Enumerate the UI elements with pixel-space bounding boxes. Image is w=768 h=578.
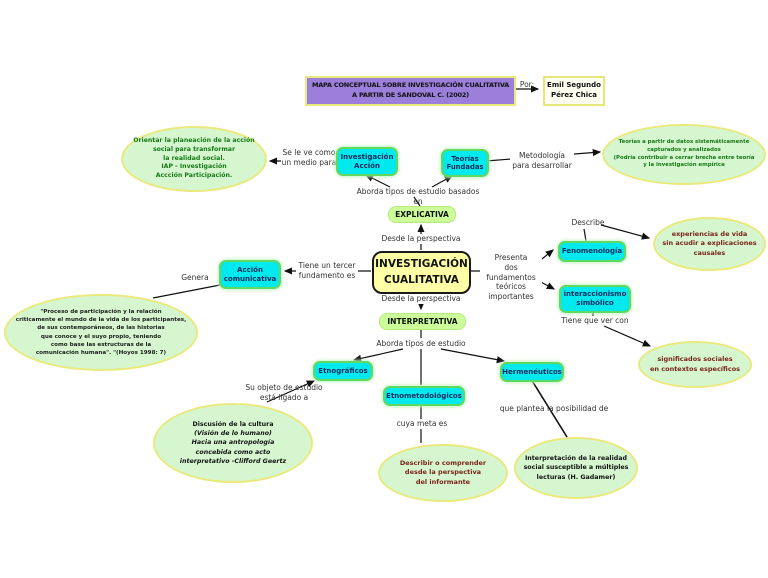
edge-label-se-le-ve: Se le ve como un medio para xyxy=(281,148,337,168)
edge-label-cuya-meta: cuya meta es xyxy=(396,419,448,429)
ellipse-geertz-title: Discusión de la cultura xyxy=(192,421,274,429)
edge-label-desde-perspectiva-top: Desde la perspectiva xyxy=(381,234,461,244)
author-box: Emil Segundo Pérez Chica xyxy=(543,76,605,106)
node-interpretativa: INTERPRETATIVA xyxy=(379,313,466,330)
edge-basados-explicativa xyxy=(413,196,421,207)
ellipse-significados: significados sociales en contextos espec… xyxy=(638,341,752,388)
node-fenomenologia: Fenomenología xyxy=(558,241,626,262)
edge-label-aborda-tipos: Aborda tipos de estudio xyxy=(376,339,466,348)
map-title: MAPA CONCEPTUAL SOBRE INVESTIGACIÓN CUAL… xyxy=(305,76,516,106)
ellipse-hoyos-quote: "Proceso de participación y la relación … xyxy=(4,294,198,371)
edge-label-tiene-que-ver: Tiene que ver con xyxy=(561,316,629,325)
ellipse-iap: Orientar la planeación de la acción soci… xyxy=(121,126,267,192)
edge-basados-teorias xyxy=(431,175,454,188)
node-interaccionismo-simbolico: interaccionismo simbólico xyxy=(559,285,631,313)
por-label: Por: xyxy=(519,80,535,89)
edge-label-plantea: que plantea la posibilidad de xyxy=(499,404,609,413)
edge-fenomenologia-describe xyxy=(583,228,587,242)
ellipse-geertz-body: (Visión de lo humano) Hacia una antropol… xyxy=(179,430,287,465)
node-hermeneuticos: Hermenéuticos xyxy=(500,362,564,382)
node-etnometodologicos: Etnometodológicos xyxy=(383,386,465,406)
edge-basados-invaccion xyxy=(364,174,391,188)
node-investigacion-accion: Investigación Acción xyxy=(336,147,398,176)
node-explicativa: EXPLICATIVA xyxy=(388,206,456,223)
edge-label-tercer-fundamento: Tiene un tercer fundamento es xyxy=(296,261,358,281)
edge-label-metodologia: Metodología para desarrollar xyxy=(510,151,574,171)
edge-label-presenta: Presenta dos fundamentos teóricos import… xyxy=(480,253,542,302)
ellipse-experiencias: experiencias de vida sin acudir a explic… xyxy=(653,217,766,271)
node-teorias-fundadas: Teorías Fundadas xyxy=(441,149,489,177)
edge-label-genera: Genera xyxy=(181,273,209,282)
edge-hermeneuticos-gadamer xyxy=(530,378,568,438)
ellipse-geertz: Discusión de la cultura (Visión de lo hu… xyxy=(153,403,313,483)
edge-label-hermeneuticos xyxy=(440,348,506,364)
ellipse-describir: Describir o comprender desde la perspect… xyxy=(378,444,508,502)
edge-label-significados xyxy=(603,325,652,347)
edge-describe-experiencias xyxy=(600,224,651,240)
ellipse-teorias-datos: Teorías a partir de datos sistemáticamen… xyxy=(602,124,766,185)
edge-label-desde-perspectiva-bottom: Desde la perspectiva xyxy=(381,294,461,304)
edge-label-etnograficos xyxy=(352,348,404,362)
edge-label-describe: Describe xyxy=(571,218,605,227)
node-accion-comunicativa: Acción comunicativa xyxy=(219,260,281,289)
edge-accioncom-hoyos xyxy=(152,284,221,299)
node-investigacion-cualitativa: INVESTIGACIÓN CUALITATIVA xyxy=(372,251,471,294)
edge-label-objeto-estudio: Su objeto de estudio está ligado a xyxy=(245,383,323,402)
edge-geertz-etnograficos xyxy=(266,380,316,403)
node-etnograficos: Etnográficos xyxy=(313,361,373,381)
ellipse-gadamer: Interpretación de la realidad social sus… xyxy=(514,437,638,499)
edge-label-aborda-basados: Aborda tipos de estudio basados en xyxy=(356,187,480,206)
